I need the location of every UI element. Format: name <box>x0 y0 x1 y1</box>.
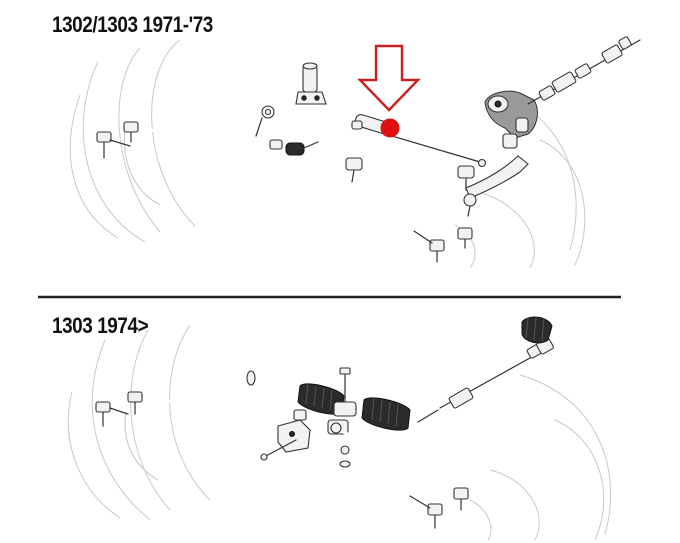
section-2-title: 1303 1974> <box>52 313 149 338</box>
section-2-steering-rack <box>67 316 612 541</box>
rack-bracket <box>260 419 311 461</box>
rack-boot-right <box>361 397 411 431</box>
rack-housing-tube <box>246 370 474 444</box>
right-tie-rod-2 <box>330 422 454 494</box>
wheel-outline-right-2 <box>469 374 612 541</box>
steering-column-shaft <box>527 36 641 105</box>
tie-rod-end-left-inner <box>269 139 319 156</box>
wheel-outline-left-2 <box>67 324 211 521</box>
tie-rod-end-right-2 <box>409 487 469 529</box>
center-track-rod <box>255 105 473 175</box>
wheel-outline-left-1 <box>69 39 196 243</box>
idler-arm-bracket <box>295 62 327 105</box>
steering-gearbox <box>484 90 538 149</box>
left-tie-rod <box>133 126 294 152</box>
rack-mount-clamp <box>327 367 357 468</box>
right-tie-rod <box>345 157 447 234</box>
section-1-steering-linkage <box>69 36 641 269</box>
section-1-title: 1302/1303 1971-'73 <box>52 12 213 37</box>
steering-shaft-2 <box>439 316 554 409</box>
tie-rod-end-left-2 <box>95 391 307 427</box>
pitman-arm <box>463 155 529 217</box>
highlight-down-arrow-icon <box>357 44 421 112</box>
tie-rod-end-left-outer <box>96 121 139 159</box>
left-tie-rod-2 <box>138 396 300 418</box>
highlight-marker-dot <box>380 118 400 138</box>
tie-rod-end-right-outer <box>413 227 473 263</box>
